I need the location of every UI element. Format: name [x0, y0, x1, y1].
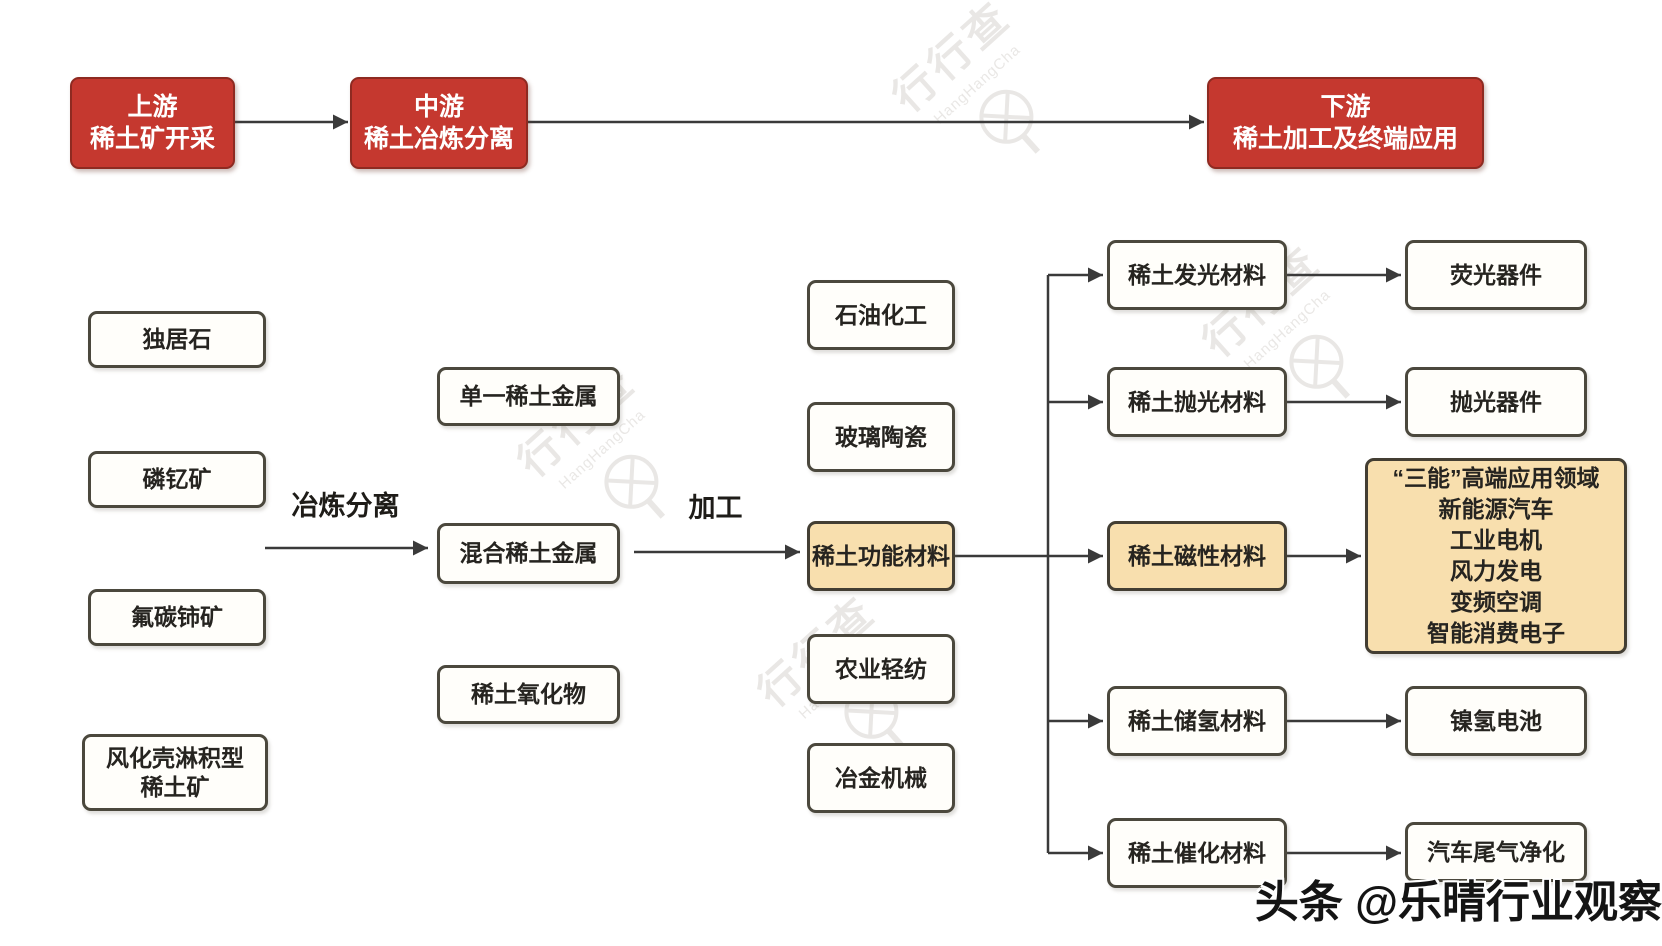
node-agriculture-textile: 农业轻纺	[807, 634, 955, 704]
node-downstream-stage: 下游 稀土加工及终端应用	[1207, 77, 1484, 169]
node-rare-earth-oxide: 稀土氧化物	[437, 665, 620, 724]
node-metallurgy-machinery: 冶金机械	[807, 743, 955, 813]
node-ion-adsorption-ore: 风化壳淋积型 稀土矿	[82, 734, 268, 811]
node-xenotime: 磷钇矿	[88, 451, 266, 508]
node-hydrogen-storage-materials: 稀土储氢材料	[1107, 686, 1287, 756]
node-catalytic-materials: 稀土催化材料	[1107, 818, 1287, 888]
watermark-brand-en-text: HangHangCha	[930, 41, 1024, 128]
node-polishing-devices: 抛光器件	[1405, 367, 1587, 437]
label-smelting-separation: 冶炼分离	[291, 491, 400, 521]
node-polishing-materials: 稀土抛光材料	[1107, 367, 1287, 437]
node-auto-exhaust-purification: 汽车尾气净化	[1405, 822, 1587, 882]
node-midstream-stage: 中游 稀土冶炼分离	[350, 77, 528, 169]
watermark-brand-text: 行行查	[883, 0, 1020, 121]
node-petrochemical: 石油化工	[807, 280, 955, 350]
node-magnetic-materials: 稀土磁性材料	[1107, 521, 1287, 591]
node-luminescent-materials: 稀土发光材料	[1107, 240, 1287, 310]
node-monazite: 独居石	[88, 311, 266, 368]
node-high-end-applications: “三能”高端应用领域 新能源汽车 工业电机 风力发电 变频空调 智能消费电子	[1365, 458, 1627, 654]
node-mixed-rare-earth-metal: 混合稀土金属	[437, 523, 620, 584]
node-fluorescent-devices: 荧光器件	[1405, 240, 1587, 310]
node-glass-ceramics: 玻璃陶瓷	[807, 402, 955, 472]
node-bastnaesite: 氟碳铈矿	[88, 589, 266, 646]
node-single-rare-earth-metal: 单一稀土金属	[437, 367, 620, 426]
node-upstream-stage: 上游 稀土矿开采	[70, 77, 235, 169]
circle-cross-seal-icon	[979, 89, 1041, 154]
hanghangcha-watermark: 行行查 HangHangCha	[870, 0, 1100, 208]
node-nimh-battery: 镍氢电池	[1405, 686, 1587, 756]
label-processing: 加工	[688, 493, 743, 523]
node-functional-materials: 稀土功能材料	[807, 521, 955, 591]
credit-watermark: 头条 @乐晴行业观察	[1254, 878, 1662, 927]
